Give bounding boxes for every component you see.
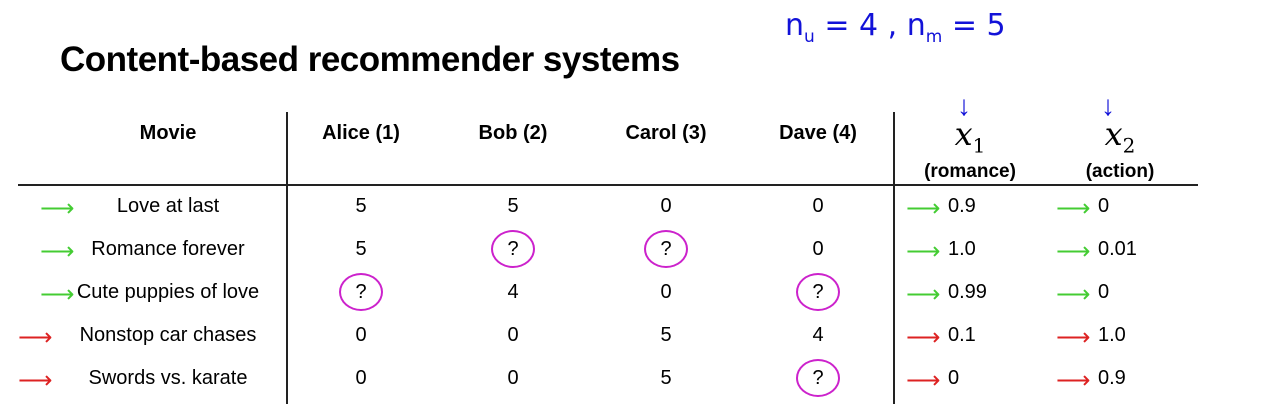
movie-title: Cute puppies of love — [76, 281, 260, 303]
rating-cell: 0 — [355, 367, 367, 389]
feature-value: 0.9 — [1098, 367, 1126, 389]
arrow-right-icon: ⟶ — [1056, 324, 1091, 351]
feature-value: 1.0 — [948, 238, 976, 260]
missing-rating-circle — [796, 359, 840, 397]
rating-cell: 5 — [355, 195, 367, 217]
arrow-right-icon: ⟶ — [906, 195, 941, 222]
rating-cell: 5 — [507, 195, 519, 217]
header-feature: x2 (action) — [1085, 115, 1155, 183]
arrow-down-icon: ↓ — [957, 90, 971, 121]
arrow-right-icon: ⟶ — [1056, 367, 1091, 394]
missing-rating-circle — [796, 273, 840, 311]
arrow-right-icon: ⟶ — [18, 324, 53, 351]
arrow-right-icon: ⟶ — [906, 367, 941, 394]
arrow-right-icon: ⟶ — [1056, 281, 1091, 308]
rating-cell: 5 — [355, 238, 367, 260]
header-user: Alice (1) — [322, 122, 400, 144]
handwritten-annotation: nu = 4 , nm = 5 — [785, 8, 1006, 47]
rating-cell: 5 — [660, 367, 672, 389]
header-feature: x1 (romance) — [924, 115, 1016, 183]
rating-cell: 0 — [355, 324, 367, 346]
arrow-right-icon: ⟶ — [1056, 238, 1091, 265]
missing-rating-circle — [644, 230, 688, 268]
rating-cell: 0 — [660, 281, 672, 303]
feature-value: 0.99 — [948, 281, 987, 303]
rating-cell: 0 — [812, 195, 824, 217]
feature-value: 0 — [1098, 195, 1110, 217]
header-user: Bob (2) — [478, 122, 548, 144]
arrow-right-icon: ⟶ — [18, 367, 53, 394]
feature-value: 0 — [1098, 281, 1110, 303]
rating-cell: 0 — [507, 324, 519, 346]
divider-movie — [286, 112, 288, 404]
movie-title: Swords vs. karate — [88, 367, 248, 389]
feature-value: 0.9 — [948, 195, 976, 217]
rating-cell: 5 — [660, 324, 672, 346]
missing-rating-circle — [339, 273, 383, 311]
header-movie: Movie — [139, 122, 197, 144]
header-user: Carol (3) — [625, 122, 707, 144]
divider-features — [893, 112, 895, 404]
feature-value: 0 — [948, 367, 960, 389]
rating-cell: 0 — [507, 367, 519, 389]
arrow-right-icon: ⟶ — [40, 281, 75, 308]
rating-cell: 0 — [812, 238, 824, 260]
arrow-right-icon: ⟶ — [40, 238, 75, 265]
arrow-down-icon: ↓ — [1101, 90, 1115, 121]
ratings-table: Movie Alice (1) Bob (2) Carol (3) Dave (… — [18, 92, 1198, 404]
missing-rating-circle — [491, 230, 535, 268]
feature-value: 0.01 — [1098, 238, 1137, 260]
slide-title: Content-based recommender systems — [60, 40, 680, 79]
arrow-right-icon: ⟶ — [1056, 195, 1091, 222]
rating-cell: 4 — [812, 324, 824, 346]
rating-cell: 4 — [507, 281, 519, 303]
movie-title: Love at last — [116, 195, 220, 217]
movie-title: Romance forever — [91, 238, 245, 260]
rating-cell: 0 — [660, 195, 672, 217]
header-divider — [18, 184, 1198, 186]
arrow-right-icon: ⟶ — [906, 281, 941, 308]
feature-value: 1.0 — [1098, 324, 1126, 346]
header-user: Dave (4) — [779, 122, 857, 144]
arrow-right-icon: ⟶ — [906, 238, 941, 265]
arrow-right-icon: ⟶ — [40, 195, 75, 222]
movie-title: Nonstop car chases — [79, 324, 257, 346]
arrow-right-icon: ⟶ — [906, 324, 941, 351]
feature-value: 0.1 — [948, 324, 976, 346]
